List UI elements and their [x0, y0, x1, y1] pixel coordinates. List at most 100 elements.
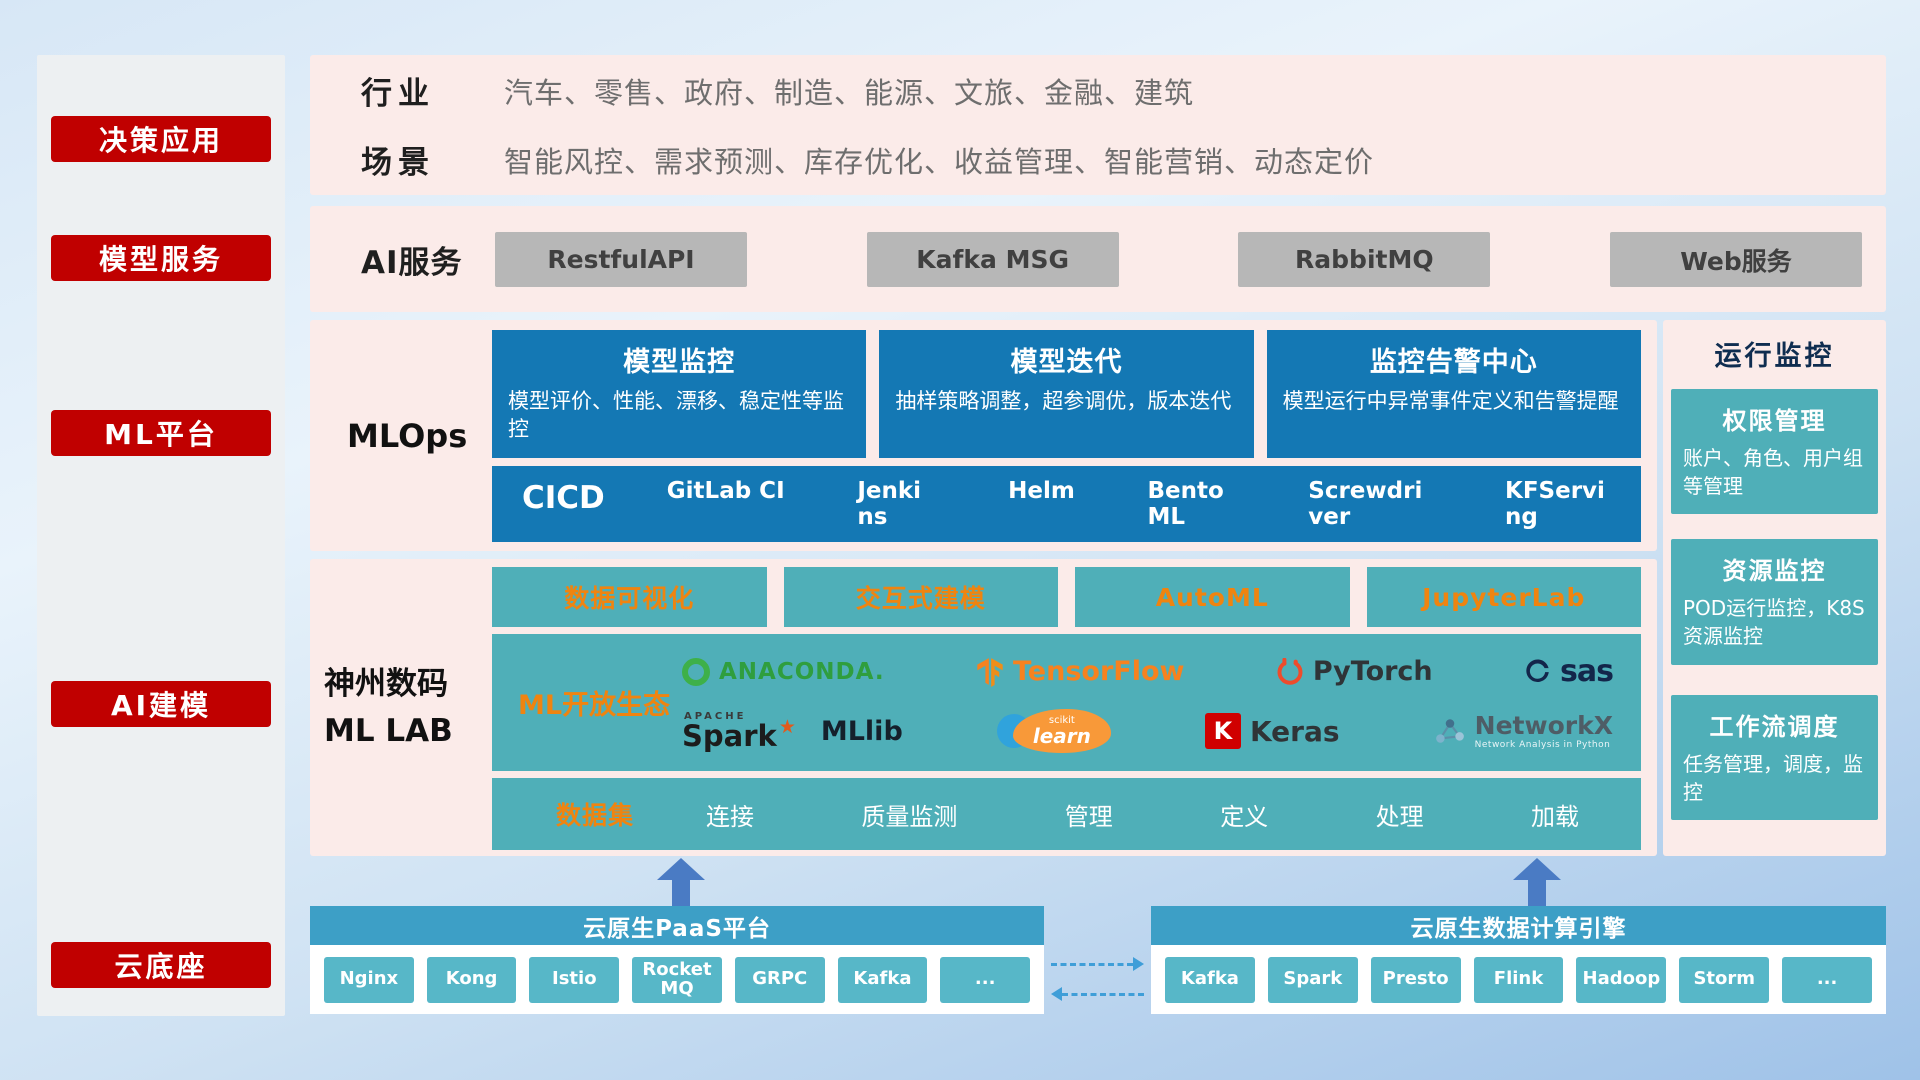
cicd-label: CICD [522, 480, 605, 516]
mllab-label-line2: ML LAB [324, 712, 453, 749]
engine-storm: Storm [1679, 956, 1770, 1003]
mlops-cards: 模型监控 模型评价、性能、漂移、稳定性等监控 模型迭代 抽样策略调整，超参调优，… [492, 330, 1641, 458]
ai-service-label: AI服务 [361, 244, 463, 281]
networkx-subtext: Network Analysis in Python [1474, 740, 1611, 751]
sidebar-item-model-service: 模型服务 [51, 235, 271, 281]
dashed-arrow-left-icon [1051, 987, 1144, 1001]
spark-wordmark: APACHE Spark ★ [682, 710, 796, 753]
card-desc: 抽样策略调整，超参调优，版本迭代 [895, 389, 1232, 413]
cicd-helm: Helm [1008, 478, 1075, 504]
keras-logo-icon: K [1204, 713, 1241, 750]
engine-presto: Presto [1370, 956, 1461, 1003]
anaconda-logo-text: ANACONDA. [719, 658, 885, 685]
ai-service-buttons: RestfulAPI Kafka MSG RabbitMQ Web服务 [495, 232, 1862, 287]
engine-kafka: Kafka [1165, 956, 1255, 1003]
card-desc: POD运行监控，K8S资源监控 [1683, 596, 1865, 648]
sas-logo-icon [1526, 659, 1549, 683]
sidebar-item-decision-apps: 决策应用 [51, 116, 271, 162]
ai-service-panel: AI服务 RestfulAPI Kafka MSG RabbitMQ Web服务 [310, 206, 1886, 312]
scikit-text: scikit [1048, 714, 1075, 726]
mllab-panel: 神州数码 ML LAB 数据可视化 交互式建模 AutoML JupyterLa… [310, 559, 1657, 856]
eco-logo-row-1: ANACONDA. TensorFlow [682, 642, 1614, 702]
mlops-label: MLOps [347, 416, 468, 455]
tool-interactive-modeling: 交互式建模 [783, 567, 1058, 627]
sidebar-item-cloud-base: 云底座 [51, 942, 271, 988]
paas-nginx: Nginx [324, 956, 414, 1003]
dataset-bar: 数据集 连接 质量监测 管理 定义 处理 加载 [492, 778, 1641, 850]
card-desc: 模型评价、性能、漂移、稳定性等监控 [508, 389, 844, 442]
dataset-quality: 质量监测 [861, 802, 958, 831]
service-web: Web服务 [1609, 232, 1862, 287]
spark-logo-text: Spark [682, 718, 777, 753]
pytorch-logo: PyTorch [1276, 656, 1433, 687]
scikit-learn-badge: scikit learn [1012, 709, 1111, 754]
networkx-logo: NetworkX Network Analysis in Python [1434, 710, 1613, 751]
left-category-sidebar: 决策应用 模型服务 ML平台 AI建模 云底座 [37, 55, 285, 1016]
dataset-connect: 连接 [706, 802, 755, 831]
tool-jupyterlab: JupyterLab [1366, 567, 1641, 627]
mllib-logo-text: MLlib [820, 715, 903, 747]
cicd-gitlab-ci: GitLab CI [666, 478, 785, 504]
mllab-tools: 数据可视化 交互式建模 AutoML JupyterLab [492, 567, 1641, 627]
ml-open-ecosystem: ML开放生态 ANACONDA. TensorFlow [492, 634, 1641, 771]
eco-label: ML开放生态 [518, 690, 671, 721]
eco-logo-row-2: APACHE Spark ★ MLlib scikit learn [682, 702, 1613, 762]
cicd-kfserving: KFServing [1505, 478, 1605, 531]
card-title: 权限管理 [1722, 407, 1827, 435]
paas-rocketmq: RocketMQ [632, 956, 722, 1003]
runtime-monitor-title: 运行监控 [1714, 341, 1835, 372]
pytorch-logo-text: PyTorch [1312, 656, 1433, 688]
anaconda-logo-icon [682, 657, 710, 686]
scenario-line: 场景 智能风控、需求预测、库存优化、收益管理、智能营销、动态定价 [361, 137, 1886, 182]
cicd-screwdriver: Screwdriver [1308, 478, 1423, 531]
pytorch-logo-icon [1277, 657, 1303, 685]
mllab-label-line1: 神州数码 [324, 666, 448, 702]
card-title: 模型监控 [623, 347, 736, 378]
spark-apache-text: APACHE [684, 710, 747, 722]
engine-flink: Flink [1473, 956, 1564, 1003]
cicd-jenkins: Jenkins [857, 478, 922, 531]
industry-line: 行业 汽车、零售、政府、制造、能源、文旅、金融、建筑 [361, 68, 1886, 113]
dashed-arrow-right-icon [1051, 957, 1144, 971]
card-title: 资源监控 [1722, 557, 1827, 585]
tool-automl: AutoML [1075, 567, 1350, 627]
card-title: 工作流调度 [1709, 713, 1840, 741]
card-title: 监控告警中心 [1369, 347, 1538, 378]
card-model-iteration: 模型迭代 抽样策略调整，超参调优，版本迭代 [879, 330, 1254, 458]
paas-istio: Istio [529, 956, 620, 1003]
industry-scenario-panel: 行业 汽车、零售、政府、制造、能源、文旅、金融、建筑 场景 智能风控、需求预测、… [310, 55, 1886, 195]
service-restfulapi: RestfulAPI [495, 232, 747, 287]
card-model-monitoring: 模型监控 模型评价、性能、漂移、稳定性等监控 [492, 330, 867, 458]
dataset-process: 处理 [1375, 802, 1424, 831]
card-alert-center: 监控告警中心 模型运行中异常事件定义和告警提醒 [1266, 330, 1641, 458]
industry-label: 行业 [361, 76, 435, 112]
scenario-label: 场景 [361, 145, 435, 181]
cicd-items: GitLab CI Jenkins Helm BentoML Screwdriv… [667, 478, 1605, 531]
engine-components: Kafka Spark Presto Flink Hadoop Storm ..… [1151, 945, 1886, 1014]
tensorflow-logo-icon [977, 657, 1003, 687]
cicd-bar: CICD GitLab CI Jenkins Helm BentoML Scre… [492, 466, 1641, 542]
keras-letter: K [1213, 717, 1233, 746]
spark-star-icon: ★ [778, 715, 796, 738]
card-workflow-scheduling: 工作流调度 任务管理，调度，监控 [1671, 695, 1878, 820]
paas-more: ... [940, 956, 1031, 1003]
up-arrow-icon [657, 858, 705, 906]
industry-list: 汽车、零售、政府、制造、能源、文旅、金融、建筑 [504, 75, 1195, 110]
eco-logo-rows: ANACONDA. TensorFlow [682, 634, 1641, 771]
tool-data-visualization: 数据可视化 [492, 567, 767, 627]
tensorflow-logo: TensorFlow [976, 656, 1185, 688]
paas-title-bar: 云原生PaaS平台 [310, 906, 1044, 945]
spark-mllib-logo: APACHE Spark ★ MLlib [682, 710, 903, 753]
paas-grpc: GRPC [734, 956, 825, 1003]
dataset-define: 定义 [1220, 802, 1269, 831]
sidebar-item-ml-platform: ML平台 [51, 410, 271, 456]
card-resource-monitoring: 资源监控 POD运行监控，K8S资源监控 [1671, 539, 1878, 665]
tensorflow-logo-text: TensorFlow [1012, 656, 1185, 688]
engine-more: ... [1782, 956, 1873, 1003]
engine-title-bar: 云原生数据计算引擎 [1151, 906, 1886, 945]
card-desc: 任务管理，调度，监控 [1683, 752, 1863, 804]
sas-logo-text: sas [1560, 654, 1614, 690]
networkx-logo-text: NetworkX [1474, 710, 1613, 740]
dataset-items: 连接 质量监测 管理 定义 处理 加载 [706, 797, 1579, 832]
card-title: 模型迭代 [1010, 347, 1123, 378]
